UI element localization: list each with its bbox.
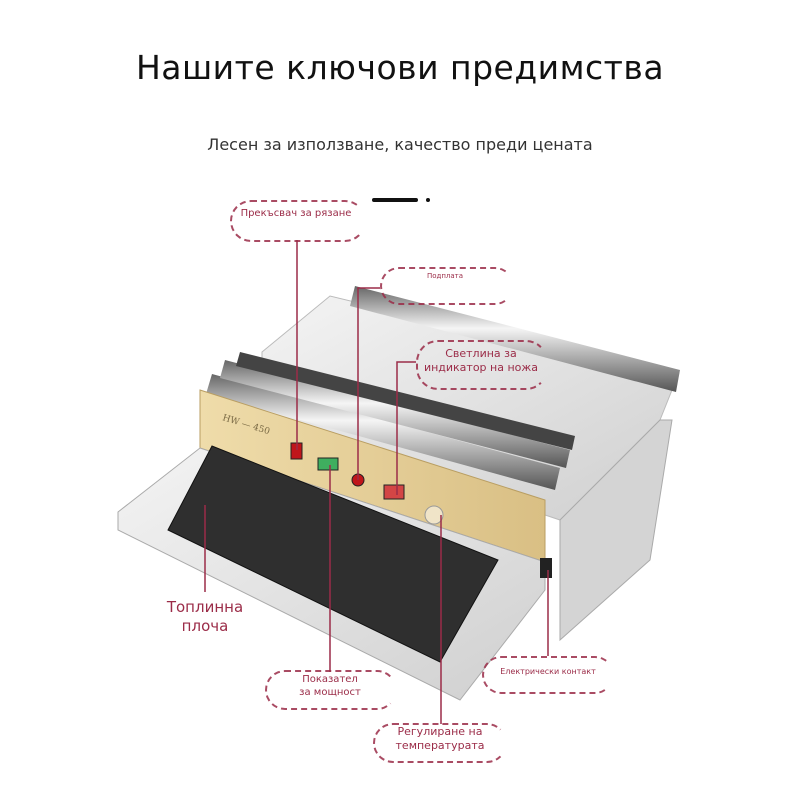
leader-knife-light [396,361,416,495]
temperature-knob [424,505,444,525]
pad-switch [383,484,405,500]
front-roller-3 [236,352,575,450]
electric-contact [540,558,552,578]
label-power: Показател за мощност [265,673,395,699]
label-knife-light-line2: индикатор на ножа [423,361,539,375]
bubble-contact [482,656,614,694]
label-heat-plate: Топлинна плоча [150,598,260,636]
label-pad: Подплата [426,272,464,280]
label-heat-plate-line2: плоча [181,616,229,635]
label-power-line1: Показател [302,674,358,685]
divider-bar [372,198,418,202]
bubble-power [265,670,397,710]
label-cut-switch: Прекъсвач за рязане [240,208,352,219]
bubble-pad [380,267,514,305]
label-heat-plate-line1: Топлинна [166,598,244,616]
power-indicator [317,457,339,471]
label-power-line2: за мощност [299,687,361,698]
heat-plate [167,445,499,663]
front-roller-2 [220,360,570,468]
page-subtitle: Лесен за използване, качество преди цена… [207,135,593,154]
bubble-temperature [373,723,507,763]
back-roller [350,286,680,392]
label-temperature: Регулиране на температурата [373,725,507,754]
bubble-cut-switch [230,200,366,242]
label-knife-light-line1: Светлина за [445,347,517,360]
label-temperature-line1: Регулиране на [397,725,483,738]
label-knife-light: Светлина за индикатор на ножа [416,347,546,376]
label-temperature-line2: температурата [395,739,485,753]
front-roller-1 [206,374,560,490]
side-body [559,419,673,642]
leader-pad [357,287,380,480]
page-title: Нашите ключови предимства [135,48,665,87]
divider-dot [426,198,430,202]
label-contact: Електрически контакт [500,667,596,676]
bubble-knife-light [416,340,548,390]
